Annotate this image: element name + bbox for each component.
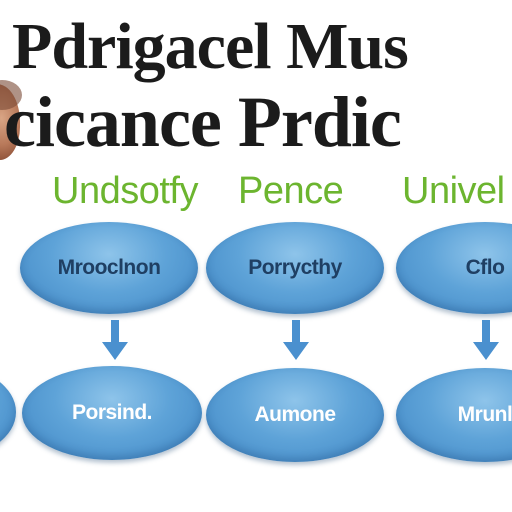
column-heading-1: Undsotfy — [52, 170, 198, 212]
portrait-image — [0, 80, 22, 160]
down-arrow-icon — [473, 320, 499, 360]
column-heading-2: Pence — [238, 170, 344, 212]
node-top-2: Porrycthy — [206, 222, 384, 314]
node-bottom-2: Aumone — [206, 368, 384, 462]
node-top-3: Cflo — [396, 222, 512, 314]
node-bottom-1: Porsind. — [22, 366, 202, 460]
node-top-1-label: Mrooclnon — [57, 256, 161, 279]
down-arrow-icon — [102, 320, 128, 360]
node-top-3-label: Cflo — [465, 256, 505, 279]
node-bottom-2-label: Aumone — [254, 403, 337, 426]
node-bottom-3-label: Mrunl — [457, 403, 512, 426]
title-line-2: cicance Prdic — [4, 82, 402, 162]
node-bottom-partial — [0, 366, 16, 458]
node-top-1: Mrooclnon — [20, 222, 198, 314]
down-arrow-icon — [283, 320, 309, 360]
node-top-2-label: Porrycthy — [248, 256, 342, 279]
node-bottom-3: Mrunl — [396, 368, 512, 462]
column-heading-3: Univel — [402, 170, 505, 212]
node-bottom-1-label: Porsind. — [71, 401, 153, 424]
title-line-1: Pdrigacel Mus — [12, 10, 409, 83]
